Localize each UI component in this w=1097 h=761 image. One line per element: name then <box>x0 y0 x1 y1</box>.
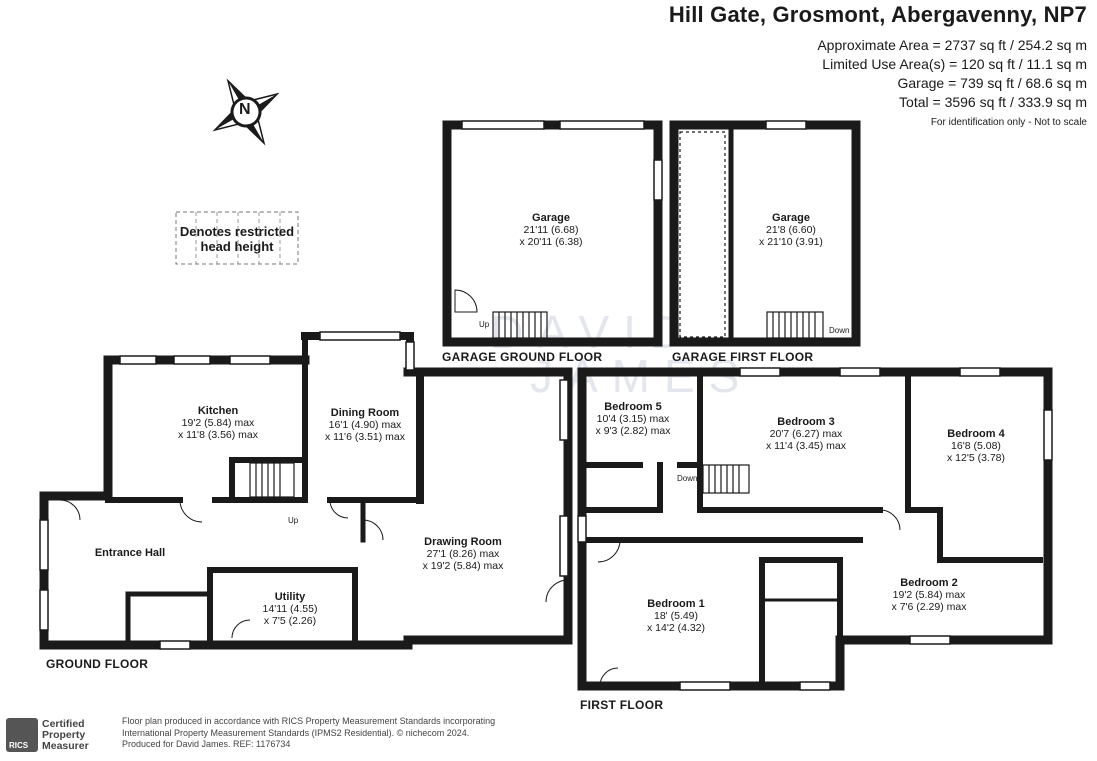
garage-area: Garage = 739 sq ft / 68.6 sq m <box>897 75 1088 91</box>
limited-area: Limited Use Area(s) = 120 sq ft / 11.1 s… <box>822 56 1087 72</box>
rics-certified-text: Certified Property Measurer <box>42 718 89 752</box>
compass-icon <box>212 78 280 146</box>
room-entrance-hall: Entrance Hall <box>94 547 166 559</box>
approx-area: Approximate Area = 2737 sq ft / 254.2 sq… <box>817 37 1087 53</box>
restricted-legend-box <box>175 211 299 265</box>
stair-label-down-first: Down <box>677 474 698 483</box>
room-bedroom-1: Bedroom 1 18' (5.49) x 14'2 (4.32) <box>646 598 706 634</box>
floor-label-ground: GROUND FLOOR <box>46 657 149 671</box>
room-utility: Utility 14'11 (4.55) x 7'5 (2.26) <box>262 591 318 627</box>
room-bedroom-2: Bedroom 2 19'2 (5.84) max x 7'6 (2.29) m… <box>891 577 967 613</box>
stair-label-up-garage: Up <box>479 320 490 329</box>
room-kitchen: Kitchen 19'2 (5.84) max x 11'8 (3.56) ma… <box>177 405 259 441</box>
room-bedroom-5: Bedroom 5 10'4 (3.15) max x 9'3 (2.82) m… <box>595 401 671 437</box>
rics-logo <box>6 718 38 752</box>
property-title: Hill Gate, Grosmont, Abergavenny, NP7 <box>668 2 1087 27</box>
room-garage-first: Garage 21'8 (6.60) x 21'10 (3.91) <box>759 212 823 248</box>
footer-note: Floor plan produced in accordance with R… <box>122 716 496 749</box>
room-dining: Dining Room 16'1 (4.90) max x 11'6 (3.51… <box>324 407 406 443</box>
stair-label-up-ground: Up <box>288 516 299 525</box>
identification-note: For identification only - Not to scale <box>930 117 1087 128</box>
ground-floor-walls <box>39 355 573 650</box>
room-bedroom-3: Bedroom 3 20'7 (6.27) max x 11'4 (3.45) … <box>765 416 847 452</box>
rics-logo-text: RICS <box>9 741 29 750</box>
total-area: Total = 3596 sq ft / 333.9 sq m <box>899 94 1087 110</box>
floor-label-garage-first: GARAGE FIRST FLOOR <box>672 350 814 364</box>
room-bedroom-4: Bedroom 4 16'8 (5.08) x 12'5 (3.78) <box>946 428 1006 464</box>
room-drawing: Drawing Room 27'1 (8.26) max x 19'2 (5.8… <box>422 536 504 572</box>
compass-letter: N <box>239 101 251 118</box>
floor-label-first: FIRST FLOOR <box>580 698 664 712</box>
floor-label-garage-ground: GARAGE GROUND FLOOR <box>442 350 603 364</box>
restricted-legend: Denotes restricted head height <box>179 224 295 254</box>
stair-label-down-garage: Down <box>829 326 850 335</box>
room-garage-ground: Garage 21'11 (6.68) x 20'11 (6.38) <box>519 212 583 248</box>
